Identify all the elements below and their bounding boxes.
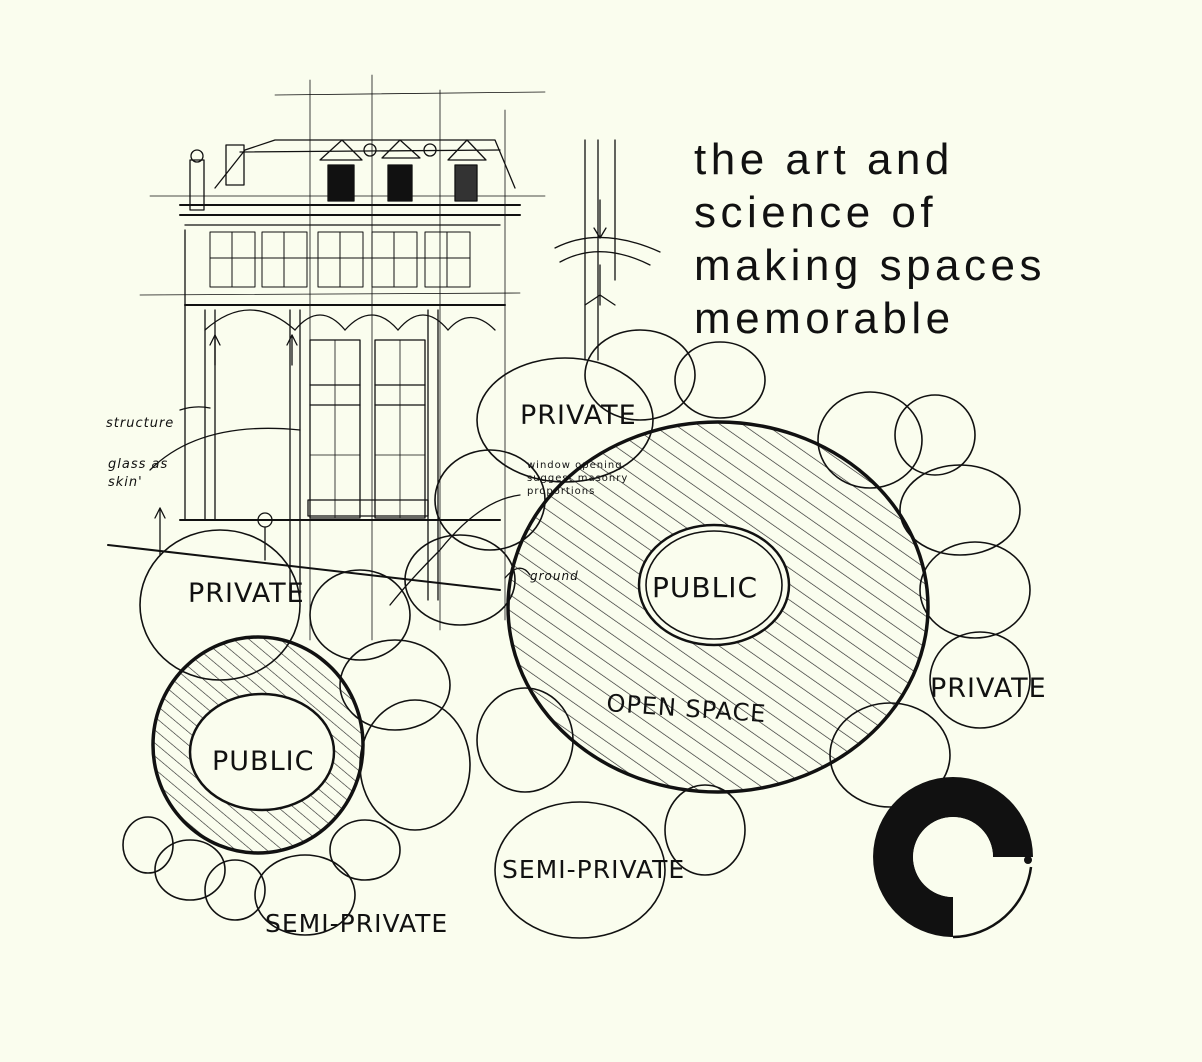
- label-private-left: PRIVATE: [188, 578, 305, 609]
- c-ring-logo-icon: [873, 777, 1033, 939]
- note-window-line3: proportions: [527, 486, 595, 497]
- label-public-small: PUBLIC: [212, 746, 314, 777]
- note-ground: ground: [530, 569, 579, 583]
- tagline: the art and science of making spaces mem…: [694, 133, 1046, 345]
- bubble-diagram: [122, 329, 1031, 939]
- label-private-top: PRIVATE: [520, 400, 637, 431]
- label-public-main: PUBLIC: [652, 571, 758, 604]
- note-window-line2: suggest masonry: [527, 473, 628, 484]
- label-private-right: PRIVATE: [930, 673, 1047, 704]
- tagline-line-2: science of: [694, 188, 938, 237]
- tagline-line-4: memorable: [694, 294, 955, 343]
- diagram-labels: PRIVATE PRIVATE PRIVATE PUBLIC PUBLIC OP…: [106, 400, 1047, 938]
- tagline-line-3: making spaces: [694, 241, 1046, 290]
- note-structure: structure: [106, 416, 174, 431]
- note-glass-line1: glass as: [108, 457, 168, 472]
- tagline-line-1: the art and: [694, 135, 954, 184]
- note-glass-line2: skin': [108, 475, 143, 490]
- note-window-line1: window opening: [527, 460, 623, 471]
- building-elevation: [107, 74, 661, 641]
- label-semi-private-center: SEMI-PRIVATE: [502, 855, 685, 884]
- label-semi-private-bottom: SEMI-PRIVATE: [265, 909, 448, 938]
